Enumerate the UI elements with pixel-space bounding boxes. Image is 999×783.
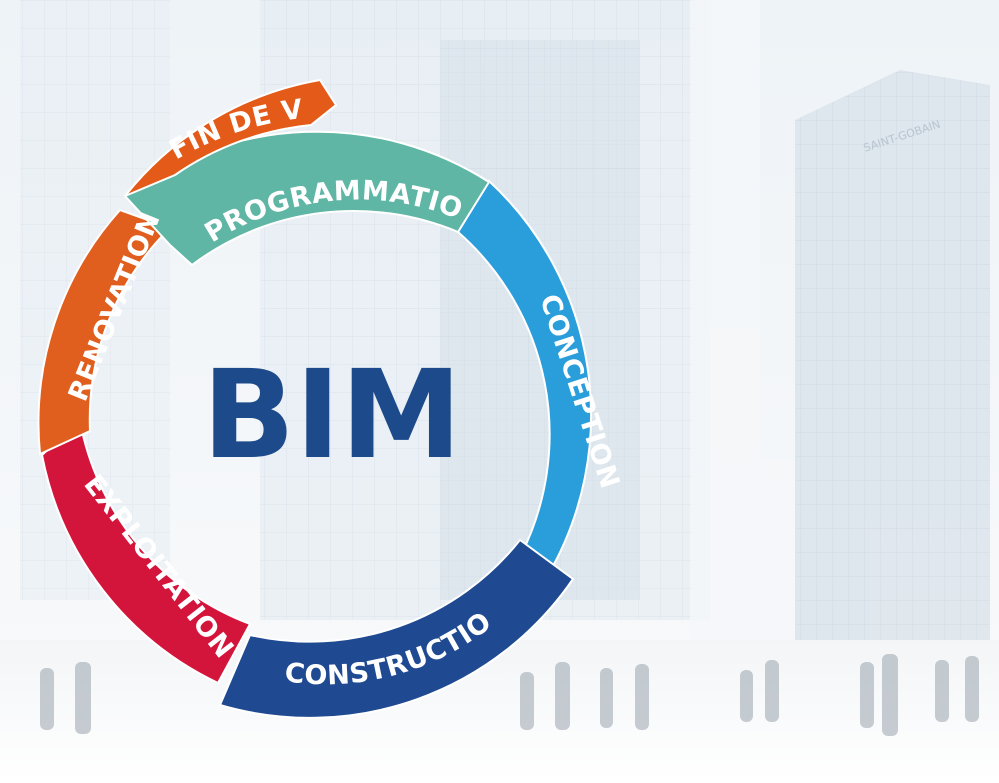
segment-fin-de-vie bbox=[124, 78, 338, 197]
segment-construction bbox=[218, 538, 575, 719]
pedestrians bbox=[40, 654, 979, 736]
segment-exploitation bbox=[40, 419, 252, 685]
bim-title: BIM bbox=[202, 344, 462, 486]
plaza-ground bbox=[0, 640, 999, 783]
tower-right bbox=[795, 70, 990, 680]
segment-renovation bbox=[37, 208, 172, 456]
bim-cycle bbox=[37, 78, 593, 719]
